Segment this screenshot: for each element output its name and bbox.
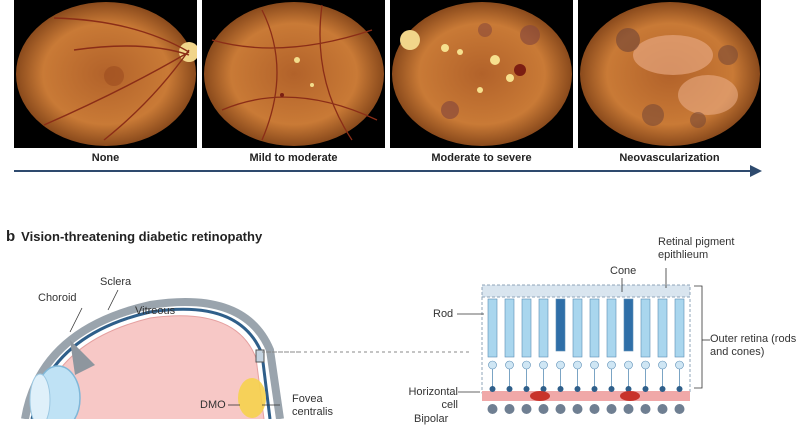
synapse bbox=[506, 386, 513, 392]
horizontal-cell-body bbox=[620, 391, 640, 401]
bipolar-cell bbox=[538, 404, 549, 414]
bipolar-cell bbox=[487, 404, 498, 414]
bipolar-cell bbox=[674, 404, 685, 414]
bipolar-cell bbox=[640, 404, 651, 414]
rod-cell bbox=[487, 298, 498, 358]
stage-label-none: None bbox=[91, 152, 120, 164]
synapse bbox=[540, 386, 547, 392]
label-dmo: DMO bbox=[200, 399, 226, 411]
synapse bbox=[642, 386, 649, 392]
synapse bbox=[608, 386, 615, 392]
eye-diagram bbox=[21, 289, 300, 419]
stage-label-mild: Mild to moderate bbox=[249, 152, 338, 164]
rod-cell bbox=[589, 298, 600, 358]
label-vitreous: Vitreous bbox=[135, 305, 176, 317]
zoom-connector bbox=[262, 351, 472, 353]
horizontal-cell-body bbox=[530, 391, 550, 401]
section-title: Vision-threatening diabetic retinopathy bbox=[21, 229, 263, 244]
fundus-image-moderate bbox=[390, 0, 573, 148]
label-rpe: Retinal pigment epithlieum bbox=[658, 236, 735, 261]
synapse bbox=[591, 386, 598, 392]
label-horizontal-cell: Horizontal cell bbox=[408, 386, 458, 411]
label-outer-retina: Outer retina (rods and cones) bbox=[710, 333, 797, 358]
label-fovea: Fovea centralis bbox=[292, 393, 333, 418]
rod-cell bbox=[504, 298, 515, 358]
label-choroid: Choroid bbox=[38, 292, 77, 304]
retina-cells-diagram bbox=[481, 284, 691, 414]
stage-label-neovascularization: Neovascularization bbox=[619, 152, 720, 164]
rod-cell bbox=[521, 298, 532, 358]
synapse bbox=[489, 386, 496, 392]
bipolar-cell bbox=[589, 404, 600, 414]
progression-arrow bbox=[14, 165, 762, 177]
rod-cell bbox=[572, 298, 583, 358]
rod-cell bbox=[606, 298, 617, 358]
fundus-image-none bbox=[14, 0, 197, 148]
synapse bbox=[625, 386, 632, 392]
bipolar-cell bbox=[521, 404, 532, 414]
stage-label-moderate: Moderate to severe bbox=[431, 152, 532, 164]
synapse bbox=[557, 386, 564, 392]
section-letter: b bbox=[6, 228, 16, 245]
bipolar-cell bbox=[555, 404, 566, 414]
synapse bbox=[659, 386, 666, 392]
bipolar-cell bbox=[657, 404, 668, 414]
fundus-image-neovascularization bbox=[578, 0, 761, 148]
rod-cell bbox=[674, 298, 685, 358]
synapse bbox=[574, 386, 581, 392]
horizontal-cell-layer bbox=[482, 391, 690, 401]
outer-retina-box bbox=[481, 296, 691, 394]
synapse bbox=[676, 386, 683, 392]
rod-cell bbox=[640, 298, 651, 358]
synapse bbox=[523, 386, 530, 392]
section-b-heading: b Vision-threatening diabetic retinopathy bbox=[6, 228, 262, 245]
bipolar-cell bbox=[572, 404, 583, 414]
label-sclera: Sclera bbox=[100, 276, 132, 288]
rod-cell bbox=[538, 298, 549, 358]
bipolar-cell bbox=[504, 404, 515, 414]
label-cone: Cone bbox=[610, 265, 637, 277]
bipolar-cell bbox=[623, 404, 634, 414]
rod-cell bbox=[657, 298, 668, 358]
cone-cell bbox=[623, 298, 634, 352]
label-rod: Rod bbox=[433, 308, 454, 320]
bipolar-cell bbox=[606, 404, 617, 414]
fundus-image-mild bbox=[202, 0, 385, 148]
cone-cell bbox=[555, 298, 566, 352]
rpe-band bbox=[481, 284, 691, 298]
